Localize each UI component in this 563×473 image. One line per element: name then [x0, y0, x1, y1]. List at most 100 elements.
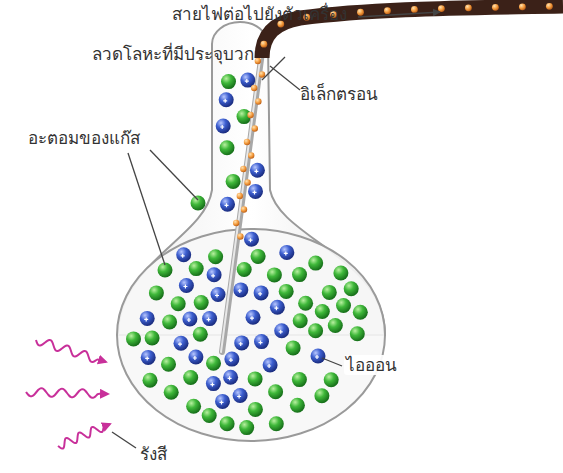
ion: [234, 335, 249, 350]
ion: [248, 184, 263, 199]
sphere: [254, 285, 269, 300]
ion: [274, 323, 289, 338]
sphere: [290, 398, 305, 413]
sphere: [221, 74, 236, 89]
electron: [255, 98, 261, 104]
leader-line: [128, 153, 165, 265]
ion: [246, 310, 261, 325]
gas-atom: [322, 285, 337, 300]
plus-mark: [279, 330, 283, 334]
sphere: [254, 334, 269, 349]
plus-mark: [254, 169, 258, 173]
plus-mark: [258, 292, 262, 296]
sphere: [207, 267, 222, 282]
callout-label: สายไฟต่อไปยังตัวเครื่อง: [170, 4, 349, 24]
gas-atom: [162, 315, 177, 330]
ion: [176, 247, 191, 262]
gas-atom: [269, 416, 284, 431]
gas-atom: [248, 402, 263, 417]
electron: [384, 7, 391, 14]
gas-atom: [286, 340, 301, 355]
sphere: [268, 384, 283, 399]
gas-atom: [226, 174, 241, 189]
sphere: [308, 256, 323, 271]
electron: [519, 3, 526, 10]
electron: [438, 5, 445, 12]
electron: [411, 6, 418, 13]
sphere: [216, 119, 231, 134]
radiation-rays: [26, 340, 110, 449]
gas-atom: [267, 267, 282, 282]
sphere: [248, 371, 263, 386]
callout-label: ลวดโลหะที่มีประจุบวก: [90, 44, 256, 64]
gas-atom: [220, 416, 235, 431]
metal-wire: [222, 52, 262, 352]
radiation-arrow: [58, 424, 110, 449]
gas-atom: [171, 296, 186, 311]
sphere: [234, 335, 249, 350]
leader-line: [322, 358, 342, 366]
plus-mark: [238, 289, 242, 293]
sphere: [202, 408, 217, 423]
sphere: [250, 163, 265, 178]
gas-atom: [328, 318, 343, 333]
sphere: [311, 349, 326, 364]
ion: [140, 311, 155, 326]
ion: [220, 197, 235, 212]
plus-mark: [225, 203, 229, 207]
sphere: [220, 197, 235, 212]
ion: [215, 394, 230, 409]
gas-atom: [350, 326, 365, 341]
sphere: [267, 267, 282, 282]
sphere: [315, 304, 330, 319]
sphere: [186, 399, 201, 414]
gas-atom: [292, 372, 307, 387]
gas-atom: [183, 370, 198, 385]
electron: [465, 4, 472, 11]
gas-particles: [126, 73, 368, 436]
sphere: [293, 313, 308, 328]
ion: [233, 282, 248, 297]
sphere: [206, 356, 221, 371]
sphere: [183, 370, 198, 385]
gas-atom: [251, 249, 266, 264]
electron: [244, 179, 250, 185]
gas-atom: [194, 295, 209, 310]
plus-mark: [250, 316, 254, 320]
metal-wire-highlight: [221, 52, 261, 352]
sphere: [279, 245, 294, 260]
ion: [219, 92, 234, 107]
gas-atom: [279, 284, 294, 299]
electron: [492, 4, 499, 11]
electron: [241, 206, 247, 212]
sphere: [176, 247, 191, 262]
gas-atom: [308, 323, 323, 338]
sphere: [248, 184, 263, 199]
gas-atom: [353, 305, 368, 320]
electron: [252, 125, 258, 131]
plus-mark: [145, 356, 149, 360]
ion: [254, 285, 269, 300]
plus-mark: [144, 317, 148, 321]
sphere: [182, 312, 197, 327]
sphere: [239, 420, 254, 435]
gas-atom: [208, 249, 223, 264]
gas-atom: [191, 196, 206, 211]
sphere: [336, 298, 351, 313]
ion: [206, 376, 221, 391]
sphere: [233, 282, 248, 297]
sphere: [279, 284, 294, 299]
sphere: [162, 315, 177, 330]
gas-atom: [308, 256, 323, 271]
sphere: [324, 372, 339, 387]
ion: [141, 350, 156, 365]
gas-atom: [298, 296, 313, 311]
gas-atom: [164, 385, 179, 400]
gas-atom: [292, 267, 307, 282]
electron: [237, 193, 243, 199]
ion: [216, 119, 231, 134]
ion: [174, 336, 189, 351]
callout-label: อะตอมของแก๊ส: [26, 128, 142, 148]
sphere: [143, 373, 158, 388]
sphere: [179, 278, 194, 293]
